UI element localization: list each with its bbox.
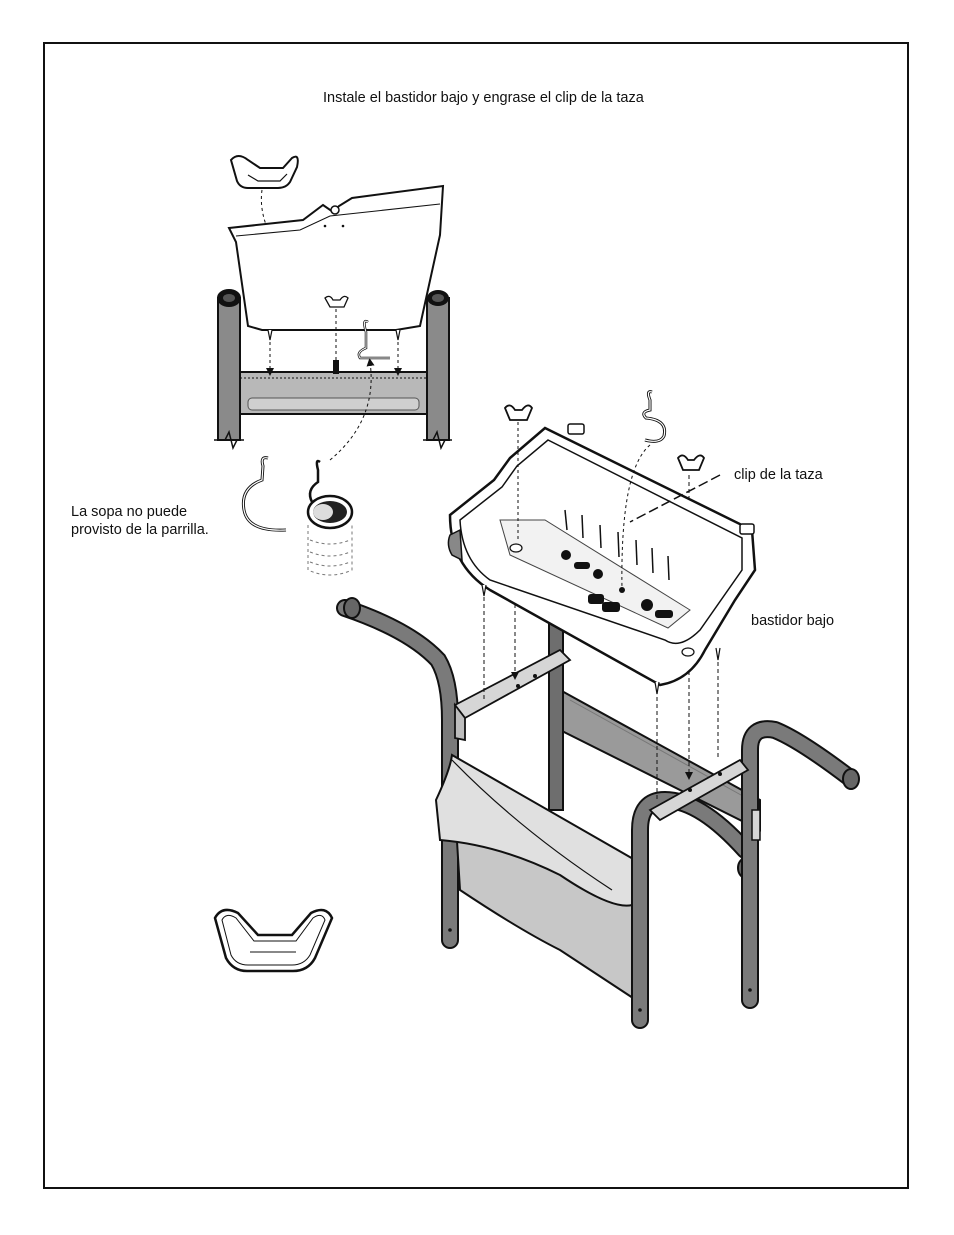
page-border xyxy=(43,42,909,1189)
wing-nut-main-left-icon xyxy=(503,404,534,540)
note-line-1: La sopa no puede xyxy=(71,504,188,520)
right-rail-bracket xyxy=(648,758,761,841)
detail-bucket xyxy=(227,184,445,376)
detail-leg-left xyxy=(214,289,244,451)
bastidor-bajo xyxy=(447,423,757,695)
cup-clip-large xyxy=(241,456,287,532)
left-rail-bracket xyxy=(453,648,572,742)
wing-nut-main-right-icon xyxy=(676,454,706,471)
cup-clip-main xyxy=(621,390,667,591)
detail-cup-clip xyxy=(357,319,390,360)
note-line-2: provisto de la parrilla. xyxy=(71,522,209,538)
wing-nut-large-icon xyxy=(213,908,334,973)
detail-leg-right xyxy=(423,290,452,451)
detail-view xyxy=(214,155,452,576)
note-text: La sopa no puede provisto de la parrilla… xyxy=(71,503,209,539)
grease-tray xyxy=(434,753,637,1002)
main-assembly xyxy=(336,390,860,1029)
label-bastidor-bajo: bastidor bajo xyxy=(751,613,835,629)
grease-cup xyxy=(306,459,354,576)
detail-crossbar xyxy=(239,371,428,415)
wing-nut-icon xyxy=(229,155,299,189)
step-title: Instale el bastidor bajo y engrase el cl… xyxy=(323,90,644,106)
label-clip-de-la-taza: clip de la taza xyxy=(734,467,823,483)
